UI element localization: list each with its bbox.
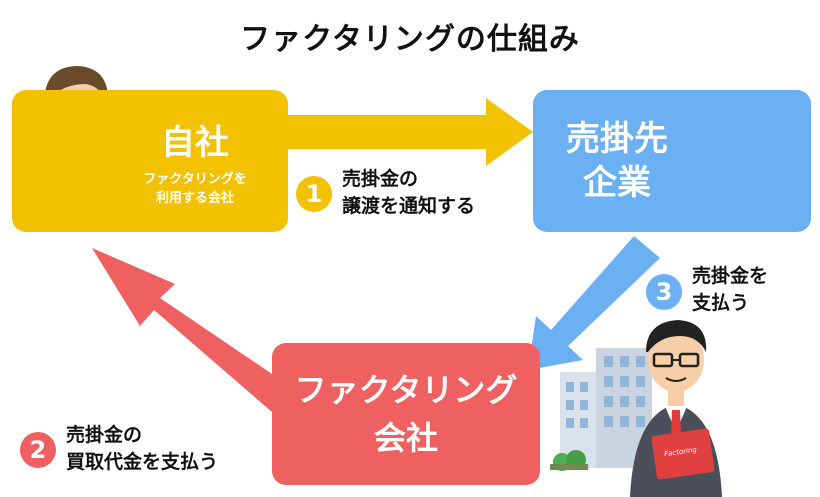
arrow-client-to-factoring <box>528 236 660 370</box>
step-2-badge: 2 <box>20 432 56 468</box>
step-1-text: 売掛金の 譲渡を通知する <box>342 168 476 217</box>
office-buildings-illustration <box>550 348 652 471</box>
step-3-text: 売掛金を 支払う <box>692 265 769 314</box>
node-self-company: 自社 ファクタリングを 利用する会社 <box>12 90 288 232</box>
node-client-company: 売掛先 企業 <box>533 90 811 232</box>
step-2-text: 売掛金の 買取代金を支払う <box>66 424 219 473</box>
node-factoring-company: ファクタリング 会社 <box>272 343 540 485</box>
step-3-badge: 3 <box>646 274 682 310</box>
page-title: ファクタリングの仕組み <box>240 22 580 57</box>
arrow-self-to-client <box>288 98 533 166</box>
node-self-name: 自社 <box>161 122 229 163</box>
node-self-subtitle: ファクタリングを 利用する会社 <box>143 171 247 206</box>
factoring-person-illustration <box>630 320 722 497</box>
node-factoring-name: ファクタリング 会社 <box>294 371 518 457</box>
arrow-factoring-to-self <box>92 248 272 412</box>
step-1-badge: 1 <box>296 176 332 212</box>
node-client-name: 売掛先 企業 <box>566 119 668 203</box>
